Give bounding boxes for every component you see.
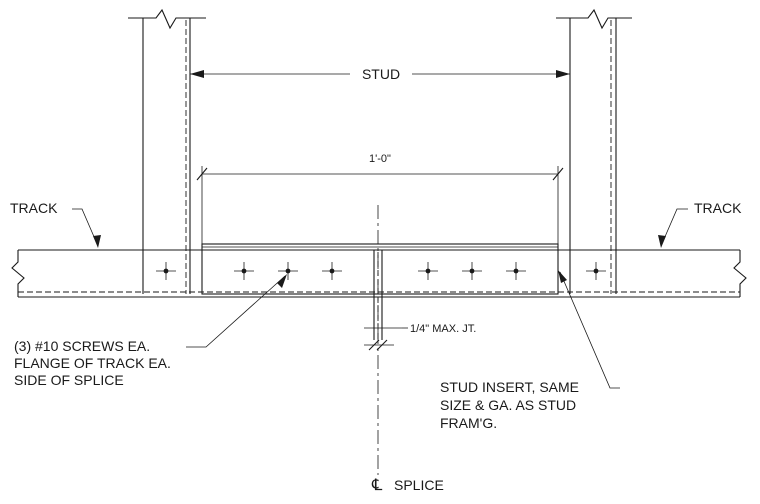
screws-line-2: FLANGE OF TRACK EA. (14, 355, 171, 371)
screws-line-1: (3) #10 SCREWS EA. (14, 338, 150, 354)
splice-label: SPLICE (394, 477, 444, 493)
screw-marker (506, 262, 526, 280)
insert-leader (558, 270, 620, 389)
left-stud (128, 8, 206, 294)
insert-note: STUD INSERT, SAME SIZE & GA. AS STUD FRA… (440, 379, 579, 431)
screw-marker (322, 262, 342, 280)
length-dimension (196, 166, 564, 244)
screws-note: (3) #10 SCREWS EA. FLANGE OF TRACK EA. S… (14, 338, 171, 388)
screws-leader (186, 274, 287, 348)
stud-dimension (190, 70, 570, 78)
screw-marker (462, 262, 482, 280)
screw-markers (156, 262, 606, 280)
screws-line-3: SIDE OF SPLICE (14, 372, 124, 388)
joint-leader (364, 327, 408, 351)
insert-line-2: SIZE & GA. AS STUD (440, 397, 576, 413)
right-stud (556, 8, 632, 294)
track-label-left: TRACK (10, 200, 58, 216)
screw-marker (278, 262, 298, 280)
insert-line-1: STUD INSERT, SAME (440, 379, 579, 395)
track (11, 249, 747, 298)
max-joint-label: 1/4" MAX. JT. (410, 323, 476, 335)
track-leader-right (658, 208, 688, 248)
screw-marker (418, 262, 438, 280)
centerline-symbol: ℄ (371, 477, 383, 494)
insert-line-3: FRAM'G. (440, 415, 497, 431)
stud-label: STUD (362, 66, 400, 82)
length-label: 1'-0" (369, 153, 391, 165)
track-label-right: TRACK (694, 200, 742, 216)
screw-marker (234, 262, 254, 280)
screw-marker (586, 262, 606, 280)
screw-marker (156, 262, 176, 280)
track-leader-left (72, 208, 101, 248)
